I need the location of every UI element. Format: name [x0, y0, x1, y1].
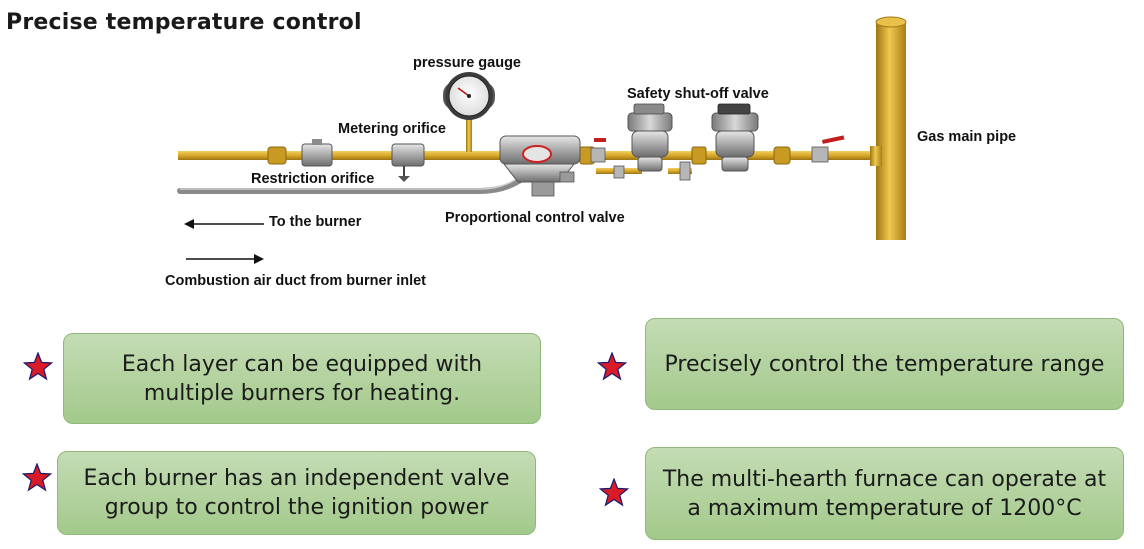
page-title: Precise temperature control [6, 10, 362, 35]
label-proportional-control-valve: Proportional control valve [445, 210, 625, 226]
label-metering-orifice: Metering orifice [338, 121, 446, 137]
label-safety-shutoff-valve: Safety shut-off valve [627, 86, 769, 102]
feature-card: Each layer can be equipped with multiple… [63, 333, 541, 424]
ball-valve [811, 135, 845, 163]
proportional-control-valve-body [499, 135, 581, 197]
feature-card: Precisely control the temperature range [645, 318, 1124, 410]
coupling [267, 146, 287, 165]
label-air-duct: Combustion air duct from burner inlet [165, 273, 427, 289]
feature-card: The multi-hearth furnace can operate at … [645, 447, 1124, 540]
label-to-the-burner: To the burner [269, 214, 362, 230]
label-pressure-gauge: pressure gauge [413, 55, 521, 71]
feature-text: The multi-hearth furnace can operate at … [662, 466, 1107, 521]
gas-main-pipe-vertical [876, 22, 906, 240]
arrow-to-burner [184, 219, 264, 229]
coupling [773, 146, 791, 165]
restriction-orifice-body [301, 139, 333, 167]
safety-shutoff-valve-1 [627, 103, 673, 172]
ball-valve [590, 138, 606, 163]
feature-text: Precisely control the temperature range [664, 351, 1105, 377]
star-icon [22, 463, 52, 492]
star-icon [23, 352, 53, 381]
label-restriction-orifice: Restriction orifice [251, 171, 375, 187]
arrow-air-duct [186, 254, 264, 264]
metering-orifice-body [391, 143, 425, 182]
feature-text: Each burner has an independent valve gro… [83, 466, 510, 520]
label-gas-main-pipe: Gas main pipe [917, 129, 1017, 145]
air-duct-pipe [177, 169, 538, 194]
feature-card: Each burner has an independent valve gro… [57, 451, 536, 535]
pressure-gauge-device [443, 72, 495, 152]
coupling [691, 146, 707, 165]
bypass-branch [596, 161, 692, 181]
star-icon [599, 478, 629, 507]
star-icon [597, 352, 627, 381]
safety-shutoff-valve-2 [711, 103, 759, 172]
gas-valve-train-diagram [177, 16, 907, 264]
feature-text: Each layer can be equipped with multiple… [121, 351, 483, 406]
